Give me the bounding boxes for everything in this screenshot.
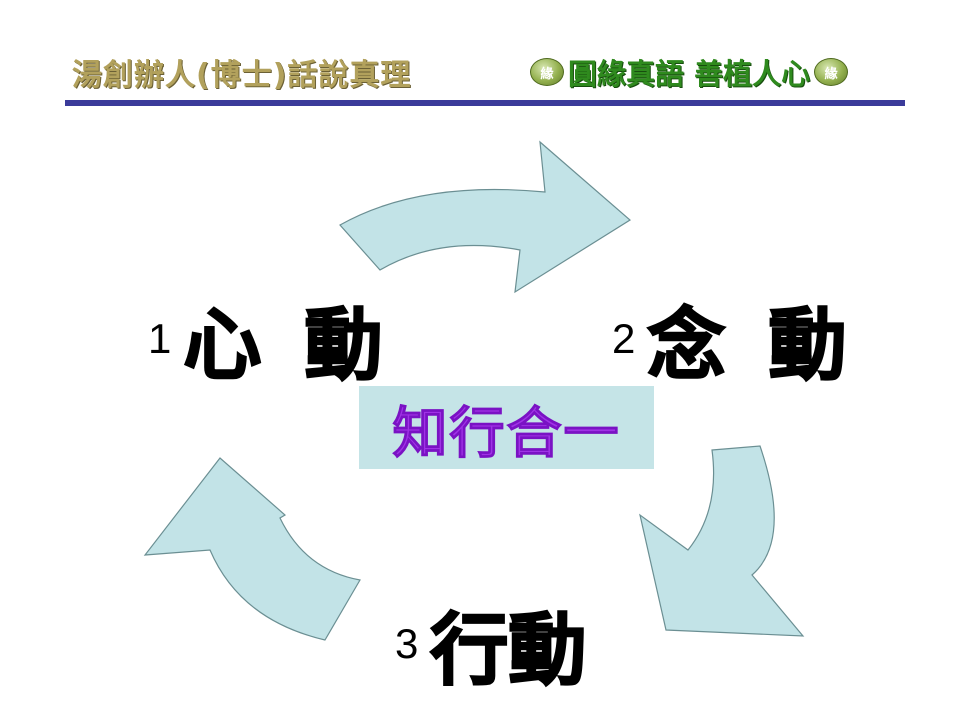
step-label: 心 動 xyxy=(182,300,391,392)
slide-title: 湯創辦人(博士)話說真理 xyxy=(72,58,412,93)
step-heart-moves: 1 心 動 xyxy=(148,283,391,395)
header-divider xyxy=(65,100,905,106)
step-number: 2 xyxy=(612,315,636,362)
slogan-text: 圓緣真語 善植人心 xyxy=(568,57,811,91)
cycle-arrow-left xyxy=(143,457,361,641)
center-concept-box: 知行合一 xyxy=(359,386,654,469)
step-number: 1 xyxy=(148,315,172,362)
step-label: 行動 xyxy=(429,605,587,697)
cycle-arrow-top xyxy=(339,140,632,294)
step-number: 3 xyxy=(395,620,419,667)
cycle-arrow-right xyxy=(639,445,805,637)
center-concept-label: 知行合一 xyxy=(392,400,621,465)
step-thought-moves: 2 念 動 xyxy=(612,283,855,395)
step-label: 念 動 xyxy=(646,300,855,392)
step-action: 3 行動 xyxy=(395,588,587,700)
yuan-badge-icon-right: 緣 xyxy=(814,58,849,86)
slogan-group: 緣 圓緣真語 善植人心 緣 xyxy=(530,52,849,92)
yuan-badge-icon: 緣 xyxy=(530,58,564,86)
